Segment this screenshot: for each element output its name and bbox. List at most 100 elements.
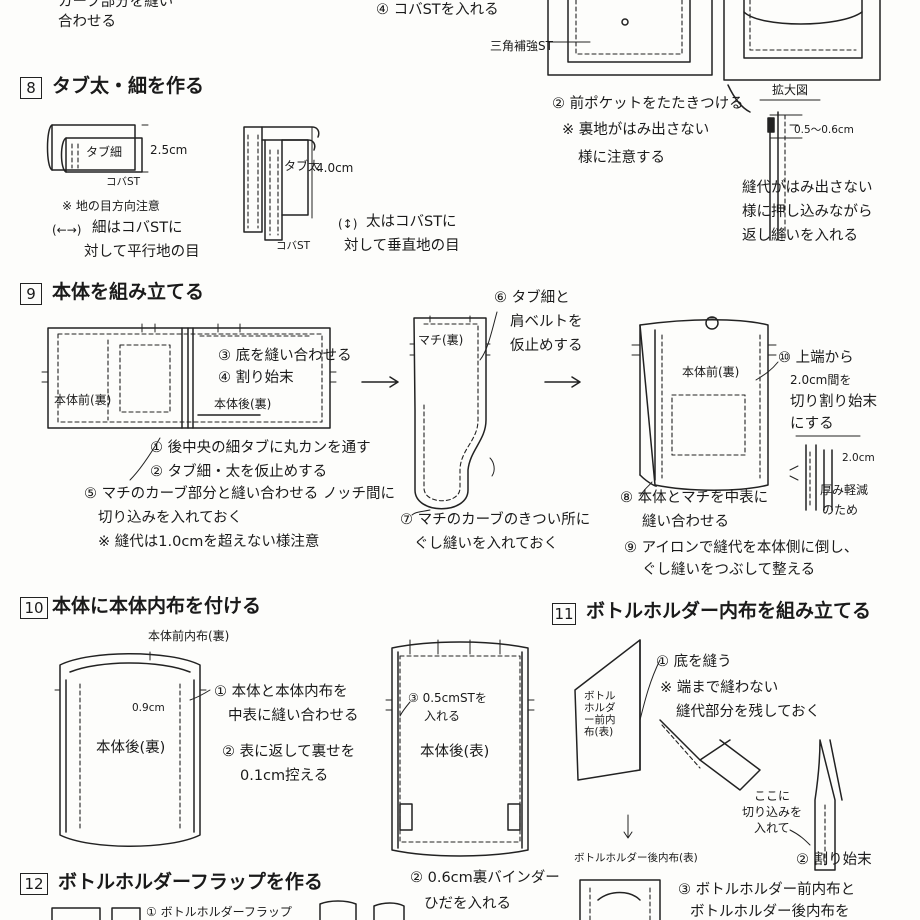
section-10-title: 本体に本体内布を付ける [52, 595, 262, 617]
s9-step10b: 2.0cm間を [790, 373, 852, 387]
s9-step6a: ⑥ タブ細と [494, 290, 570, 306]
zoom-detail-drawing [759, 99, 821, 241]
top-note1b: 様に注意する [578, 150, 665, 166]
s11-step2: ② 割り始末 [796, 852, 872, 868]
pocket-panel-drawing [547, 0, 713, 76]
dimension-0-9: 0.9cm [132, 702, 165, 714]
bottle-lining-label: ボトルホルダー前内布(表) [584, 690, 616, 739]
body-lining-drawing [54, 651, 207, 847]
sew-curve-text-2: 合わせる [58, 14, 116, 30]
zoom-note3: 返し縫いを入れる [742, 228, 858, 244]
s9-step5b: 切り込みを入れておく [98, 510, 243, 526]
dimension-4-0: 4.0cm [316, 161, 354, 175]
thickness-note-1: 厚み軽減 [820, 483, 869, 497]
split-detail-drawing [789, 435, 861, 511]
arrow-horizontal: (←→) [52, 223, 82, 237]
s11-step3a: ③ ボトルホルダー前内布と [678, 882, 856, 898]
s11-step1b: 縫代部分を残しておく [676, 704, 821, 720]
top-step2: ② 前ポケットをたたきつける [552, 96, 744, 112]
section-9-title: 本体を組み立てる [52, 281, 205, 303]
koba-label-1: コバST [106, 176, 141, 188]
thickness-note-2: のため [822, 503, 859, 517]
s9-step9b: ぐし縫いをつぶして整える [642, 562, 816, 578]
section-8-title: タブ太・細を作る [52, 75, 205, 97]
s11-step1: ① 底を縫う [656, 654, 732, 670]
s10-step1a: ① 本体と本体内布を [214, 684, 348, 700]
bottle-lining-drawing [574, 639, 843, 871]
dimension-2-5: 2.5cm [150, 143, 188, 157]
arrow-vertical: (↕) [338, 217, 358, 231]
s10-step3b: 入れる [424, 709, 461, 723]
tab-thick-label: タブ太 [284, 159, 321, 173]
gusset-drawing [409, 315, 495, 510]
body-back-drawing [385, 639, 535, 857]
thick-desc-2: 対して垂直地の目 [344, 238, 460, 254]
s9-step10d: にする [790, 416, 834, 432]
arrow-1 [361, 376, 399, 388]
zoom-label: 拡大図 [772, 83, 809, 97]
s9-step7b: ぐし縫いを入れておく [414, 536, 559, 552]
cut-note-3: 入れて [754, 821, 790, 835]
section-11-title: ボトルホルダー内布を組み立てる [586, 600, 872, 622]
tab-thin-label: タブ細 [86, 145, 123, 159]
s9-step9a: ⑨ アイロンで縫代を本体側に倒し、 [624, 540, 859, 556]
cut-note-2: 切り込みを [742, 805, 803, 819]
s9-step4: ④ 割り始末 [218, 370, 294, 386]
gusset-label: マチ(裏) [418, 333, 464, 347]
thin-desc-2: 対して平行地の目 [84, 244, 200, 260]
section-11-number: 11 [552, 603, 576, 625]
triangle-stitch-label: 三角補強ST [490, 39, 553, 53]
body-back-face-label: 本体後(表) [420, 744, 490, 760]
s9-step3: ③ 底を縫い合わせる [218, 348, 352, 364]
section-10-number: 10 [20, 597, 48, 619]
s9-step5c: ※ 縫代は1.0cmを超えない様注意 [98, 534, 320, 550]
zoom-dimension: 0.5〜0.6cm [794, 124, 854, 136]
arrow-2 [544, 376, 581, 388]
body-front-label-2: 本体前(裏) [682, 365, 740, 379]
lining-label: 本体前内布(裏) [148, 629, 230, 643]
grain-note: ※ 地の目方向注意 [62, 199, 160, 213]
s10-step2a: ② 表に返して裏せを [222, 744, 356, 760]
sew-curve-text: カーブ部分を縫い [58, 0, 174, 10]
section-12-title: ボトルホルダーフラップを作る [58, 871, 323, 893]
section-9-number: 9 [20, 283, 42, 305]
dimension-2-0: 2.0cm [842, 452, 875, 464]
s9-step1: ① 後中央の細タブに丸カンを通す [150, 440, 371, 456]
body-back-label-10: 本体後(裏) [96, 740, 166, 756]
body-front-label: 本体前(裏) [54, 393, 112, 407]
tab-thin-drawing [46, 124, 149, 173]
s10-step3a: ③ 0.5cmSTを [408, 691, 487, 705]
s9-step6b: 肩ベルトを [510, 314, 583, 330]
zoom-note2: 様に押し込みながら [742, 204, 873, 220]
s10-step2b: 0.1cm控える [240, 768, 329, 784]
bottle-back-lining-drawing [579, 879, 661, 920]
s9-step5: ⑤ マチのカーブ部分と縫い合わせる ノッチ間に [84, 486, 396, 502]
s12-step2a: ② 0.6cm裏バインダー [410, 870, 560, 886]
cut-note-1: ここに [754, 789, 791, 803]
body-flat-drawing [41, 323, 337, 429]
zoom-panel-drawing [723, 0, 881, 113]
top-step4: ④ コバSTを入れる [376, 2, 499, 18]
zoom-note1: 縫代がはみ出さない [742, 180, 873, 196]
flap-drawing [51, 900, 405, 920]
body-assembled-drawing [631, 316, 777, 491]
top-note1: ※ 裏地がはみ出さない [562, 122, 710, 138]
s9-step10c: 切り割り始末 [790, 394, 877, 410]
s9-step7a: ⑦ マチのカーブのきつい所に [400, 512, 591, 528]
bottle-back-lining-label: ボトルホルダー後内布(表) [574, 852, 698, 864]
s12-step1: ① ボトルホルダーフラップ [146, 905, 292, 919]
s11-step1a: ※ 端まで縫わない [660, 680, 779, 696]
s10-step1b: 中表に縫い合わせる [228, 708, 359, 724]
s9-step6c: 仮止めする [510, 338, 583, 354]
thick-desc-1: 太はコバSTに [366, 214, 457, 230]
body-back-label: 本体後(裏) [214, 397, 272, 411]
s12-step2b: ひだを入れる [424, 896, 511, 912]
s11-step3b: ボトルホルダー後内布を [690, 904, 850, 920]
s9-step10a: ⑩ 上端から [778, 350, 854, 366]
s9-step2: ② タブ細・太を仮止めする [150, 464, 328, 480]
s9-step8b: 縫い合わせる [642, 514, 729, 530]
section-8-number: 8 [20, 77, 42, 99]
koba-label-2: コバST [276, 240, 311, 252]
